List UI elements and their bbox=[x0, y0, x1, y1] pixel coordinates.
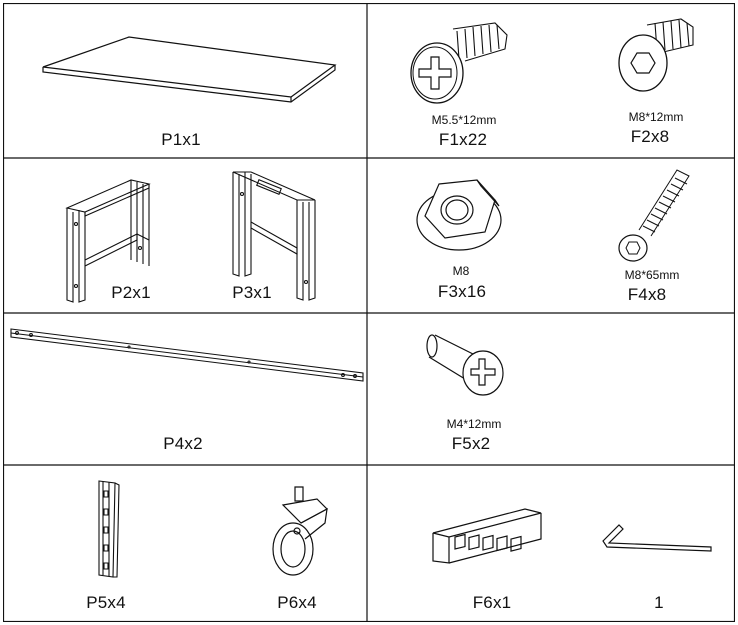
crossbar-icon bbox=[9, 325, 365, 385]
cell-f5: M4*12mm F5x2 bbox=[367, 313, 735, 465]
fastener-spec: M4*12mm bbox=[446, 417, 502, 431]
cell-f1-f2: M5.5*12mm F1x22 M8*12mm F2x8 bbox=[367, 3, 735, 158]
grid-lines bbox=[3, 3, 735, 622]
power-strip-icon bbox=[431, 503, 546, 565]
cell-f6-key: F6x1 1 bbox=[367, 465, 735, 622]
part-label: F4x8 bbox=[627, 285, 667, 304]
fastener-spec: M8 bbox=[452, 264, 470, 278]
shelf-board-icon bbox=[41, 33, 341, 103]
side-frame-with-slot-icon bbox=[231, 170, 326, 310]
cell-p5-p6: P5x4 P6x4 bbox=[3, 465, 367, 622]
caster-wheel-icon bbox=[265, 483, 335, 583]
allen-key-icon bbox=[599, 521, 714, 561]
part-label: P2x1 bbox=[111, 283, 151, 302]
part-label: P1x1 bbox=[161, 130, 201, 149]
cell-f3-f4: M8 F3x16 M8*65mm F4x8 bbox=[367, 158, 735, 313]
parts-list-grid: P1x1 M5.5*12mm F1x22 M8*12mm F2x8 bbox=[3, 3, 735, 622]
part-label: F6x1 bbox=[472, 593, 512, 612]
fastener-spec: M8*65mm bbox=[624, 268, 680, 282]
phillips-screw-icon bbox=[409, 21, 519, 106]
part-label: F3x16 bbox=[437, 282, 487, 301]
countersunk-screw-icon bbox=[425, 331, 505, 401]
part-label: F1x22 bbox=[438, 130, 488, 149]
part-label: 1 bbox=[654, 593, 664, 612]
upright-bracket-icon bbox=[95, 479, 125, 579]
flange-nut-icon bbox=[415, 170, 505, 255]
part-label: P6x4 bbox=[277, 593, 317, 612]
fastener-spec: M5.5*12mm bbox=[431, 113, 497, 127]
cell-p2-p3: P2x1 P3x1 bbox=[3, 158, 367, 313]
cell-p1: P1x1 bbox=[3, 3, 367, 158]
part-label: P5x4 bbox=[86, 593, 126, 612]
fastener-spec: M8*12mm bbox=[628, 110, 684, 124]
long-hex-bolt-icon bbox=[611, 164, 691, 264]
part-label: F2x8 bbox=[630, 127, 670, 146]
part-label: F5x2 bbox=[451, 434, 491, 453]
hex-socket-bolt-icon bbox=[617, 17, 702, 97]
part-label: P3x1 bbox=[232, 283, 272, 302]
part-label: P4x2 bbox=[163, 434, 203, 453]
cell-p4: P4x2 bbox=[3, 313, 367, 465]
side-frame-icon bbox=[65, 168, 160, 308]
